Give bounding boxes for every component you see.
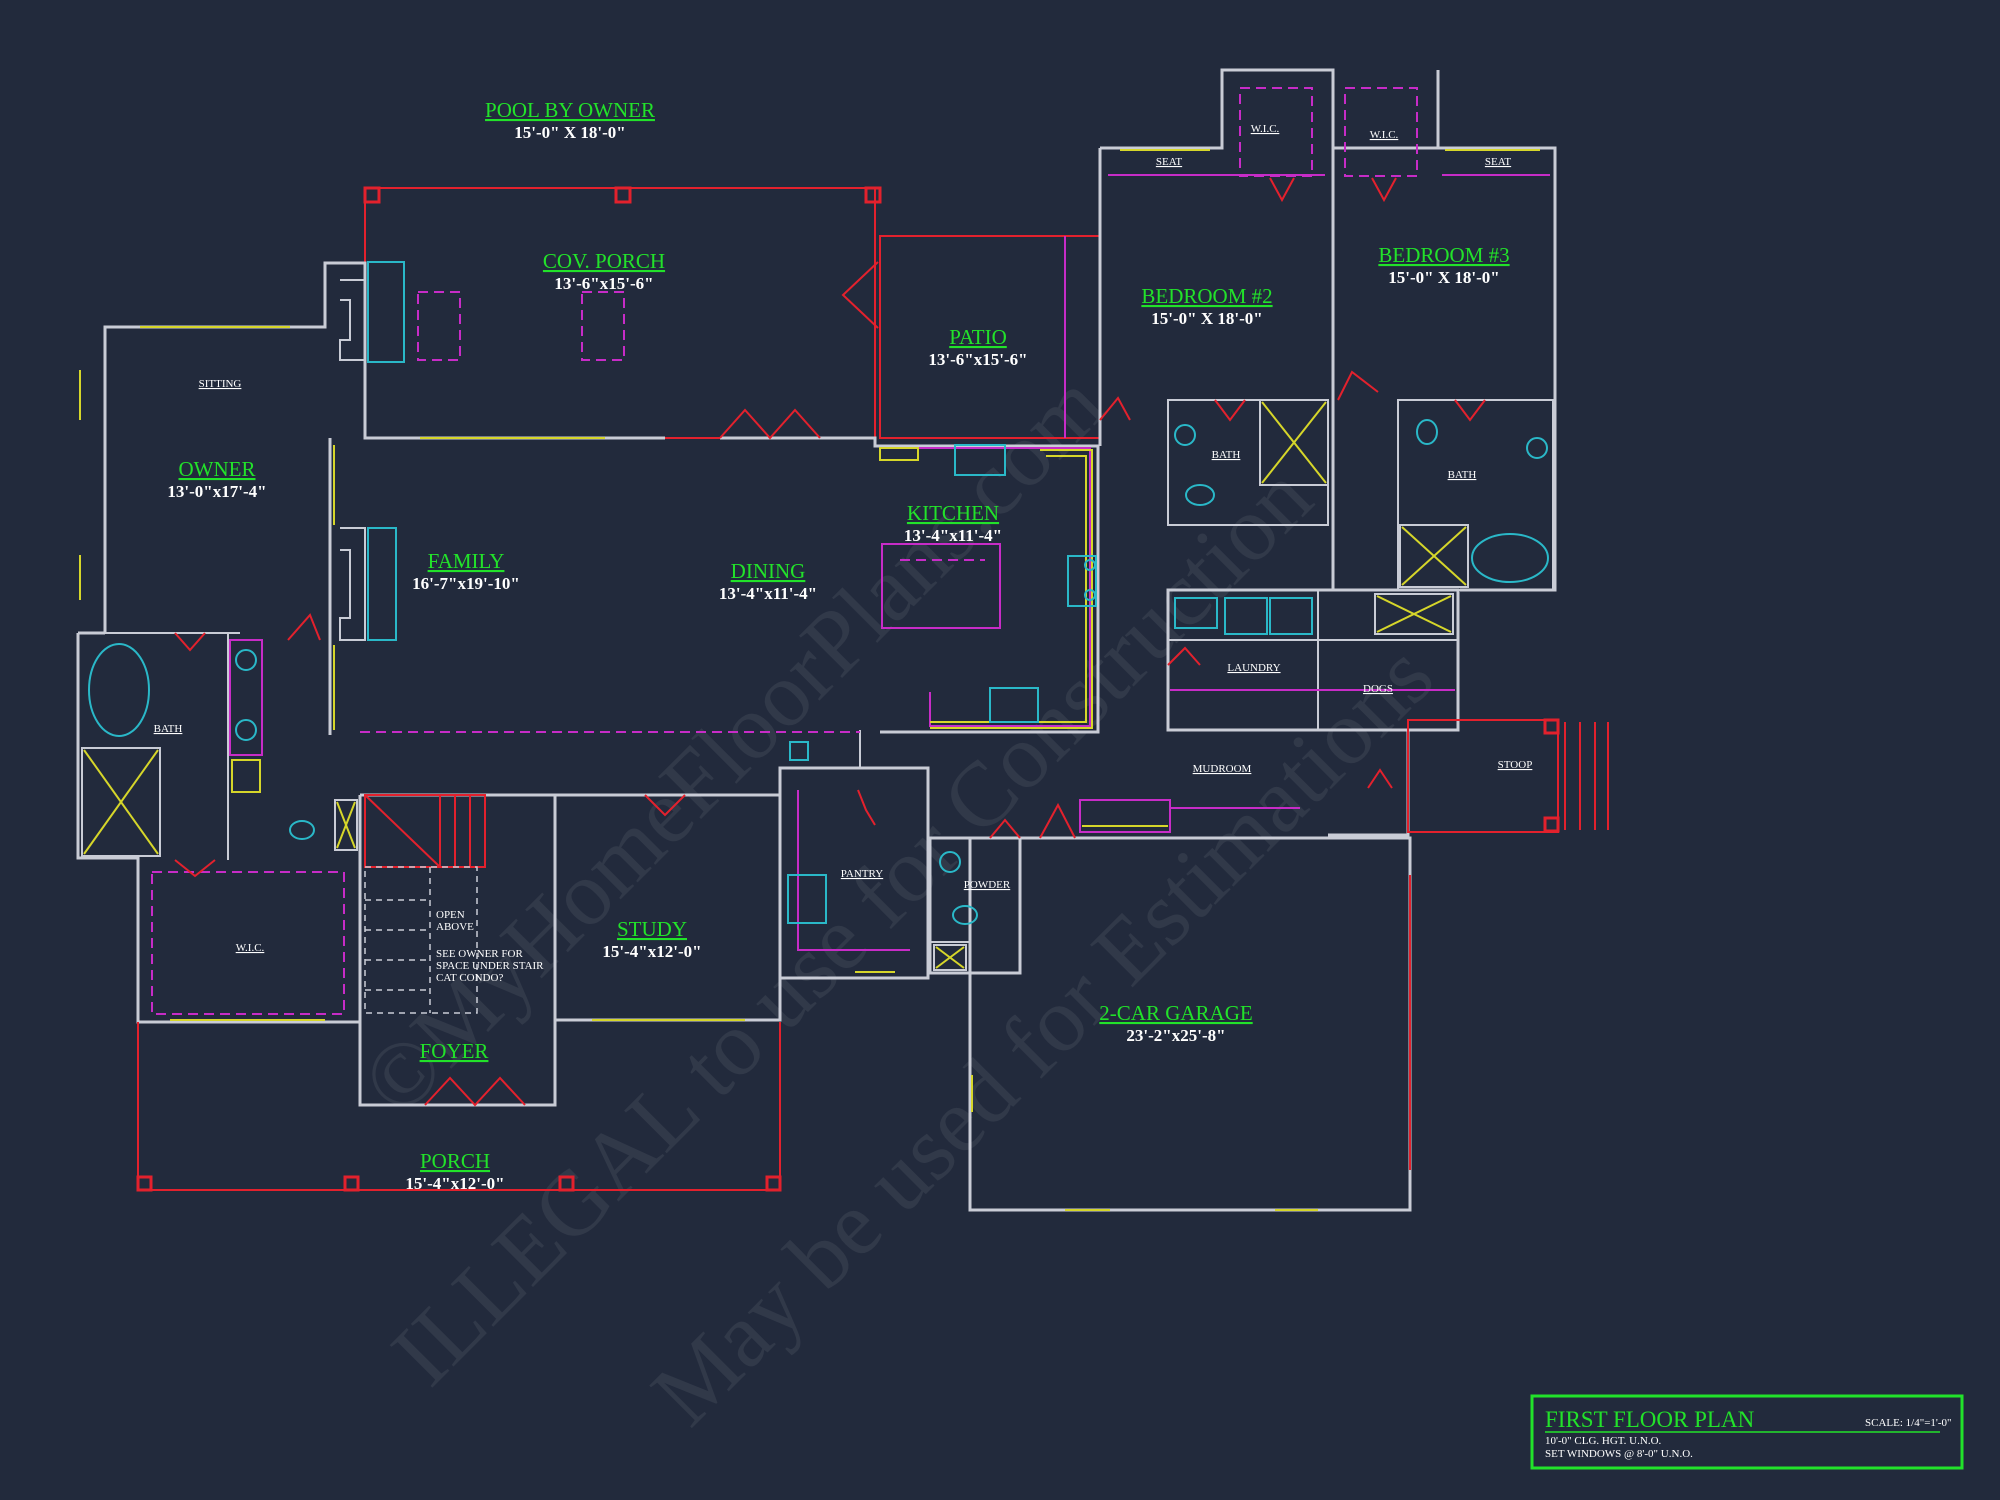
pantry-powder-details — [787, 741, 1021, 971]
stair-note-1: OPEN — [436, 909, 465, 921]
dining-dimension: 13'-4"x11'-4" — [719, 584, 817, 603]
kitchen-dimension: 13'-4"x11'-4" — [904, 526, 1002, 545]
title-block-scale: SCALE: 1/4"=1'-0" — [1865, 1417, 1952, 1429]
bedroom-2-label: BEDROOM #2 — [1141, 284, 1272, 308]
owner-label: OWNER — [179, 457, 256, 481]
dining-label: DINING — [731, 559, 806, 583]
family-dimension: 16'-7"x19'-10" — [412, 574, 520, 593]
mudroom-label: MUDROOM — [1193, 763, 1252, 775]
sitting-label: SITTING — [199, 378, 242, 390]
cov-porch-dimension: 13'-6"x15'-6" — [554, 274, 653, 293]
pantry-label: PANTRY — [841, 868, 883, 880]
wic-left-label: W.I.C. — [1251, 123, 1280, 135]
powder-label: POWDER — [964, 879, 1011, 891]
small-room-labels: SITTING BATH W.I.C. BATH BATH W.I.C. W.I… — [154, 123, 1533, 954]
bedroom-2-dimension: 15'-0" X 18'-0" — [1151, 309, 1262, 328]
owner-bath-label: BATH — [154, 723, 183, 735]
owner-wic-label: W.I.C. — [236, 942, 265, 954]
kitchen-label: KITCHEN — [907, 501, 999, 525]
dogs-label: DOGS — [1363, 683, 1393, 695]
bedroom-3-label: BEDROOM #3 — [1378, 243, 1509, 267]
foyer-label: FOYER — [420, 1039, 489, 1063]
laundry-details — [1167, 593, 1455, 691]
title-block-note-2: SET WINDOWS @ 8'-0" U.N.O. — [1545, 1448, 1693, 1460]
seat-right-label: SEAT — [1485, 156, 1512, 168]
stair-notes: OPEN ABOVE SEE OWNER FOR SPACE UNDER STA… — [436, 909, 544, 984]
cov-porch-label: COV. PORCH — [543, 249, 665, 273]
bed2-bath-label: BATH — [1212, 449, 1241, 461]
bedroom-wing-details — [1099, 87, 1554, 591]
owner-dimension: 13'-0"x17'-4" — [167, 482, 266, 501]
garage-label: 2-CAR GARAGE — [1099, 1001, 1252, 1025]
patio-label: PATIO — [949, 325, 1007, 349]
stair — [364, 794, 486, 1014]
stair-note-3: SEE OWNER FOR — [436, 948, 523, 960]
wic-right-label: W.I.C. — [1370, 129, 1399, 141]
porch-dimension: 15'-4"x12'-0" — [405, 1174, 504, 1193]
garage-dimension: 23'-2"x25'-8" — [1126, 1026, 1225, 1045]
front-porch-structure — [136, 1022, 782, 1192]
laundry-label: LAUNDRY — [1227, 662, 1280, 674]
bedroom-3-dimension: 15'-0" X 18'-0" — [1388, 268, 1499, 287]
title-block-title: FIRST FLOOR PLAN — [1545, 1407, 1755, 1432]
family-label: FAMILY — [428, 549, 505, 573]
mudroom-details — [1039, 768, 1393, 839]
doors-and-windows — [424, 408, 1411, 1211]
covered-porch-structure — [363, 186, 882, 439]
stair-note-4: SPACE UNDER STAIR — [436, 960, 544, 972]
patio-dimension: 13'-6"x15'-6" — [928, 350, 1027, 369]
stair-note-5: CAT CONDO? — [436, 972, 503, 984]
stair-note-2: ABOVE — [436, 921, 474, 933]
stoop-label: STOOP — [1498, 759, 1533, 771]
pool-dimension: 15'-0" X 18'-0" — [514, 123, 625, 142]
kitchen-cabinets — [879, 444, 1097, 729]
owner-wing-details — [79, 326, 358, 1021]
title-block: FIRST FLOOR PLAN SCALE: 1/4"=1'-0" 10'-0… — [1530, 1394, 1964, 1470]
watermark: ©MyHomeFloorPlans.com ILLEGAL to use for… — [342, 353, 1452, 1444]
room-labels: POOL BY OWNER 15'-0" X 18'-0" COV. PORCH… — [167, 98, 1509, 1193]
bed3-bath-label: BATH — [1448, 469, 1477, 481]
title-block-note-1: 10'-0" CLG. HGT. U.N.O. — [1545, 1435, 1662, 1447]
fireplaces — [333, 261, 860, 733]
study-dimension: 15'-4"x12'-0" — [602, 942, 701, 961]
study-label: STUDY — [617, 917, 687, 941]
pool-label: POOL BY OWNER — [485, 98, 655, 122]
seat-left-label: SEAT — [1156, 156, 1183, 168]
porch-label: PORCH — [420, 1149, 490, 1173]
